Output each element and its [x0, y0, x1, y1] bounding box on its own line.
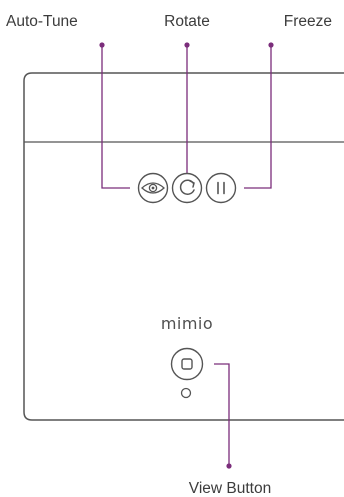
callout-line-freeze	[244, 45, 272, 189]
device-logo: mimio	[160, 314, 214, 333]
rotate-icon	[179, 179, 195, 195]
status-led	[180, 387, 192, 399]
callout-dots	[99, 42, 274, 469]
pause-icon	[217, 181, 225, 195]
label-view-button: View Button	[188, 480, 272, 497]
label-freeze: Freeze	[283, 13, 332, 30]
label-auto-tune: Auto-Tune	[6, 13, 78, 30]
label-rotate: Rotate	[164, 13, 210, 30]
device-body-outline	[23, 72, 344, 421]
callout-lines	[101, 45, 272, 466]
callout-dot-view-button	[226, 463, 232, 469]
eye-icon	[141, 182, 165, 194]
square-stop-icon	[181, 358, 193, 370]
callout-dot-auto-tune	[99, 42, 105, 48]
callout-dot-rotate	[184, 42, 190, 48]
freeze-button[interactable]	[205, 172, 237, 204]
callout-dot-freeze	[268, 42, 274, 48]
callout-line-auto-tune	[101, 45, 130, 189]
view-button[interactable]	[170, 347, 204, 381]
callout-line-view-button	[214, 363, 230, 466]
rotate-button[interactable]	[171, 172, 203, 204]
auto-tune-button[interactable]	[137, 172, 169, 204]
